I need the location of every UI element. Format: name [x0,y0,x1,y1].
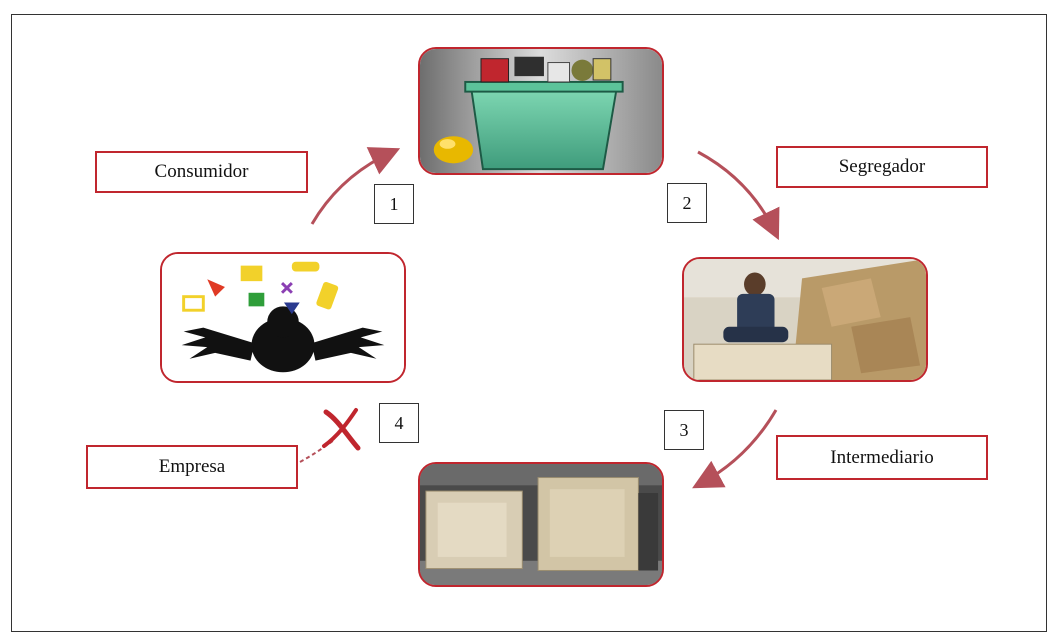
segregator-image [684,259,926,380]
label-consumidor: Consumidor [95,151,308,193]
tile-bales [418,462,664,587]
tile-trash-bin [418,47,664,175]
step-number-3: 3 [664,410,704,450]
tile-segregator [682,257,928,382]
step-number-1: 1 [374,184,414,224]
arrow-bin-to-segregator [697,150,780,241]
trash-bin-image [420,49,662,173]
consumer-image [162,254,404,381]
step-number-2: 2 [667,183,707,223]
tile-consumer [160,252,406,383]
label-segregador: Segregador [776,146,988,188]
bales-image [420,464,662,585]
arrow-segregator-to-bales [692,409,778,489]
label-empresa: Empresa [86,445,298,489]
cross-mark-icon [322,408,361,451]
arrow-consumer-to-bin [310,147,401,225]
label-intermediario: Intermediario [776,435,988,480]
step-number-4: 4 [379,403,419,443]
